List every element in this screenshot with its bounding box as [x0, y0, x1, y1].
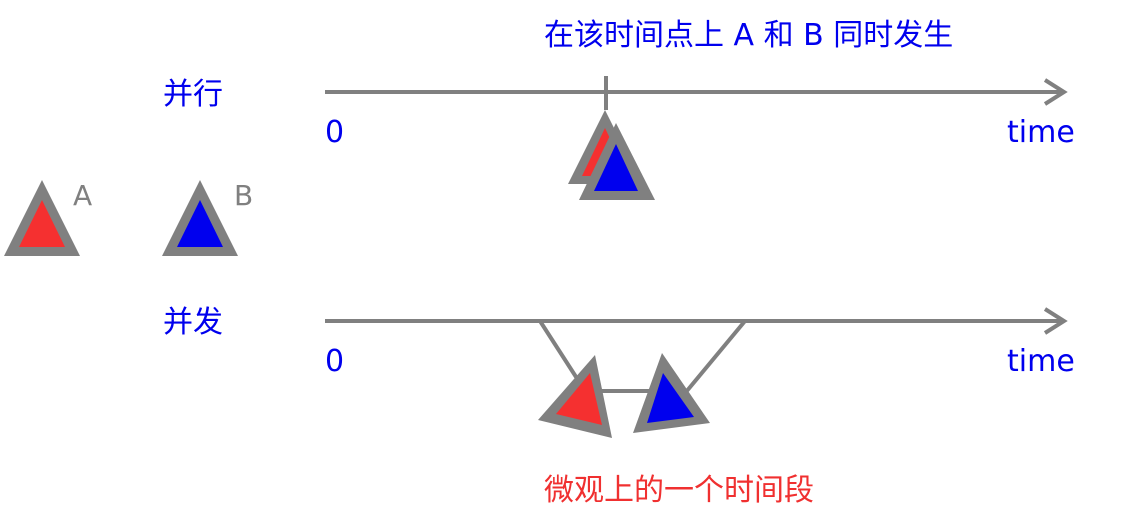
legend-triangle-a-icon [4, 180, 80, 256]
parallel-axis-end-label: time [1007, 115, 1075, 150]
legend-triangle-b-icon [162, 180, 238, 256]
legend-label-a: A [73, 179, 93, 212]
concurrent-triangle-a-icon [538, 355, 612, 438]
concurrent-timeline [325, 307, 1068, 438]
parallel-label: 并行 [163, 77, 223, 112]
concurrent-axis-origin: 0 [325, 344, 345, 379]
simultaneous-caption: 在该时间点上 A 和 B 同时发生 [544, 18, 954, 53]
parallel-axis-origin: 0 [325, 115, 345, 150]
concurrent-axis-arrowhead-icon [1043, 307, 1068, 335]
micro-time-window-caption: 微观上的一个时间段 [544, 473, 814, 508]
parallel-triangle-b-icon [579, 123, 655, 200]
parallel-axis-arrowhead-icon [1043, 78, 1068, 106]
window-left-line [538, 319, 580, 382]
concurrent-triangle-b-icon [633, 353, 710, 433]
concurrent-axis-end-label: time [1007, 344, 1075, 379]
concurrent-label: 并发 [163, 305, 223, 340]
window-right-line [684, 319, 747, 394]
parallel-timeline [325, 76, 1068, 200]
legend-label-b: B [234, 179, 254, 212]
